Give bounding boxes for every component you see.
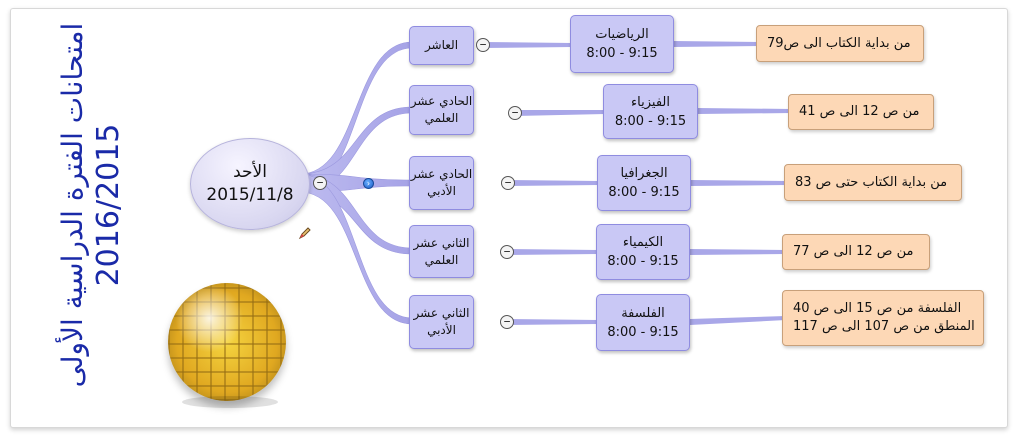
collapse-grade-icon[interactable]: − (508, 106, 522, 120)
link-icon[interactable]: › (363, 178, 374, 189)
subject-name: الفلسفة (621, 304, 665, 323)
collapse-grade-icon[interactable]: − (500, 315, 514, 329)
leaf-connector (484, 42, 572, 48)
grade-label: الحادي عشر العلمي (410, 93, 473, 127)
subject-time: 8:00 - 9:15 (608, 183, 679, 202)
subject-name: الرياضيات (595, 25, 649, 44)
pencil-icon (298, 226, 312, 240)
callout-line-2: المنطق من ص 107 الى ص 117 (793, 318, 975, 336)
callout-line: من ص 12 الى ص 41 (799, 103, 919, 121)
subject-node[interactable]: الرياضيات 8:00 - 9:15 (570, 15, 674, 73)
leaf-connector (509, 180, 599, 186)
subject-time: 8:00 - 9:15 (586, 44, 657, 63)
leaf-connector (698, 108, 792, 114)
leaf-connector (690, 316, 786, 325)
subject-node[interactable]: الفلسفة 8:00 - 9:15 (596, 294, 690, 351)
leaf-connector (516, 110, 605, 116)
leaf-connector (508, 319, 598, 325)
title-text: امتحانات الفترة الدراسية الأولى (55, 15, 91, 395)
callout-line: من بداية الكتاب حتى ص 83 (795, 174, 947, 192)
callout-line: من ص 12 الى ص 77 (793, 243, 913, 261)
callout-line-1: الفلسفة من ص 15 الى ص 40 (793, 300, 961, 318)
grade-node[interactable]: العاشر (409, 26, 474, 65)
topic-callout: من بداية الكتاب الى ص79 (756, 25, 924, 62)
title-year: 2016/2015 (91, 15, 127, 395)
subject-node[interactable]: الفيزياء 8:00 - 9:15 (603, 84, 698, 139)
grade-node[interactable]: الحادي عشر العلمي (409, 85, 474, 135)
subject-name: الكيمياء (623, 233, 663, 252)
grade-node[interactable]: الحادي عشر الأدبي (409, 156, 474, 210)
branch-connector (300, 42, 412, 192)
subject-time: 8:00 - 9:15 (607, 252, 678, 271)
grade-label: الحادي عشر الأدبي (410, 166, 473, 200)
leaf-connector (691, 180, 788, 186)
subject-node[interactable]: الجغرافيا 8:00 - 9:15 (597, 155, 691, 211)
day-date: 2015/11/8 (206, 184, 293, 207)
grade-node[interactable]: الثاني عشر العلمي (409, 225, 474, 278)
subject-name: الجغرافيا (620, 164, 667, 183)
topic-callout: من ص 12 الى ص 41 (788, 94, 934, 130)
subject-name: الفيزياء (631, 93, 670, 112)
subject-node[interactable]: الكيمياء 8:00 - 9:15 (596, 224, 690, 280)
grade-label: الثاني عشر العلمي (410, 235, 473, 269)
grade-node[interactable]: الثاني عشر الأدبي (409, 295, 474, 349)
grade-label: العاشر (425, 37, 458, 54)
topic-callout: من ص 12 الى ص 77 (782, 234, 930, 270)
day-name: الأحد (233, 161, 267, 184)
subject-time: 8:00 - 9:15 (615, 112, 686, 131)
collapse-day-icon[interactable]: − (313, 176, 327, 190)
subject-time: 8:00 - 9:15 (607, 323, 678, 342)
schedule-title: امتحانات الفترة الدراسية الأولى 2016/201… (55, 15, 145, 395)
decorative-globe-image (168, 283, 286, 401)
leaf-connector (690, 249, 786, 255)
collapse-grade-icon[interactable]: − (476, 38, 490, 52)
day-node[interactable]: الأحد 2015/11/8 (190, 138, 310, 230)
collapse-grade-icon[interactable]: − (501, 176, 515, 190)
topic-callout: من بداية الكتاب حتى ص 83 (784, 164, 962, 201)
globe-shadow (182, 396, 278, 408)
grade-label: الثاني عشر الأدبي (410, 305, 473, 339)
topic-callout: الفلسفة من ص 15 الى ص 40 المنطق من ص 107… (782, 290, 984, 346)
collapse-grade-icon[interactable]: − (500, 245, 514, 259)
leaf-connector (674, 41, 760, 47)
leaf-connector (508, 249, 598, 255)
callout-line: من بداية الكتاب الى ص79 (767, 35, 911, 53)
